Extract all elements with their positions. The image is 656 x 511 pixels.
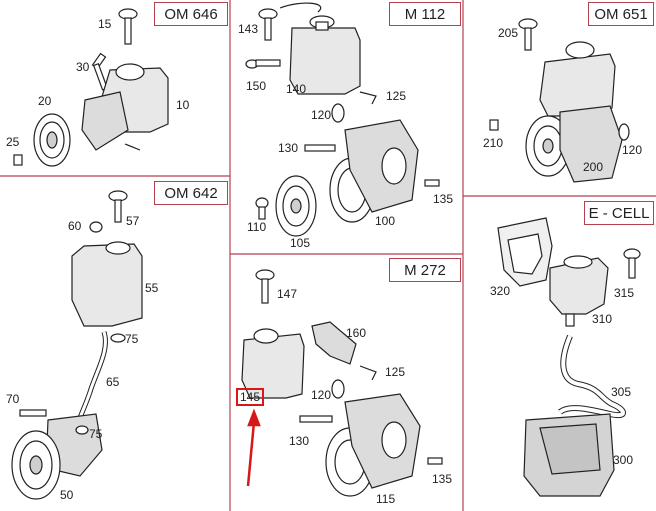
part-label: 60 <box>68 219 82 233</box>
part-label: 315 <box>614 286 635 300</box>
panel-title-om646: OM 646 <box>154 2 228 26</box>
part-label: 100 <box>375 214 396 228</box>
part-label: 70 <box>6 392 20 406</box>
part-label: 75 <box>125 332 139 346</box>
part-label: 125 <box>386 89 407 103</box>
panel-title-m112: M 112 <box>389 2 461 26</box>
part-label: 65 <box>106 375 120 389</box>
part-label: 110 <box>247 220 267 234</box>
m112-artwork <box>245 2 440 237</box>
panel-title-om651: OM 651 <box>588 2 654 26</box>
part-label: 130 <box>278 141 299 155</box>
part-label: 150 <box>246 79 267 93</box>
part-label: 15 <box>98 17 112 31</box>
part-label: 10 <box>176 98 190 112</box>
part-label: 75 <box>89 427 103 441</box>
ecell-artwork <box>497 217 641 497</box>
part-label: 205 <box>498 26 519 40</box>
part-label: 140 <box>286 82 307 96</box>
panel-title-om642: OM 642 <box>154 181 228 205</box>
part-label: 25 <box>6 135 20 149</box>
om651-artwork <box>489 18 630 183</box>
part-label: 147 <box>277 287 298 301</box>
part-label: 57 <box>126 214 140 228</box>
part-label: 200 <box>583 160 604 174</box>
part-label: 120 <box>622 143 643 157</box>
part-label: 300 <box>613 453 634 467</box>
part-label: 105 <box>290 236 311 250</box>
om642-artwork <box>11 190 143 500</box>
panel-title-ecell: E - CELL <box>584 201 654 225</box>
highlighted-part-label[interactable]: 145 <box>236 388 265 406</box>
part-label: 120 <box>311 388 332 402</box>
part-label: 135 <box>432 472 453 486</box>
panel-title-m272: M 272 <box>389 258 461 282</box>
m272-artwork <box>241 269 443 497</box>
part-label: 125 <box>385 365 406 379</box>
part-label: 120 <box>311 108 332 122</box>
om646-artwork <box>13 8 169 167</box>
part-label: 310 <box>592 312 613 326</box>
part-label: 50 <box>60 488 74 502</box>
part-label: 30 <box>76 60 90 74</box>
part-label: 160 <box>346 326 367 340</box>
part-label: 143 <box>238 22 259 36</box>
part-label: 320 <box>490 284 511 298</box>
part-label: 115 <box>376 492 396 506</box>
part-label: 55 <box>145 281 159 295</box>
part-label: 210 <box>483 136 504 150</box>
part-label: 20 <box>38 94 52 108</box>
highlight-arrow <box>246 408 261 487</box>
part-label: 305 <box>611 385 632 399</box>
part-label: 130 <box>289 434 310 448</box>
part-label: 135 <box>433 192 454 206</box>
